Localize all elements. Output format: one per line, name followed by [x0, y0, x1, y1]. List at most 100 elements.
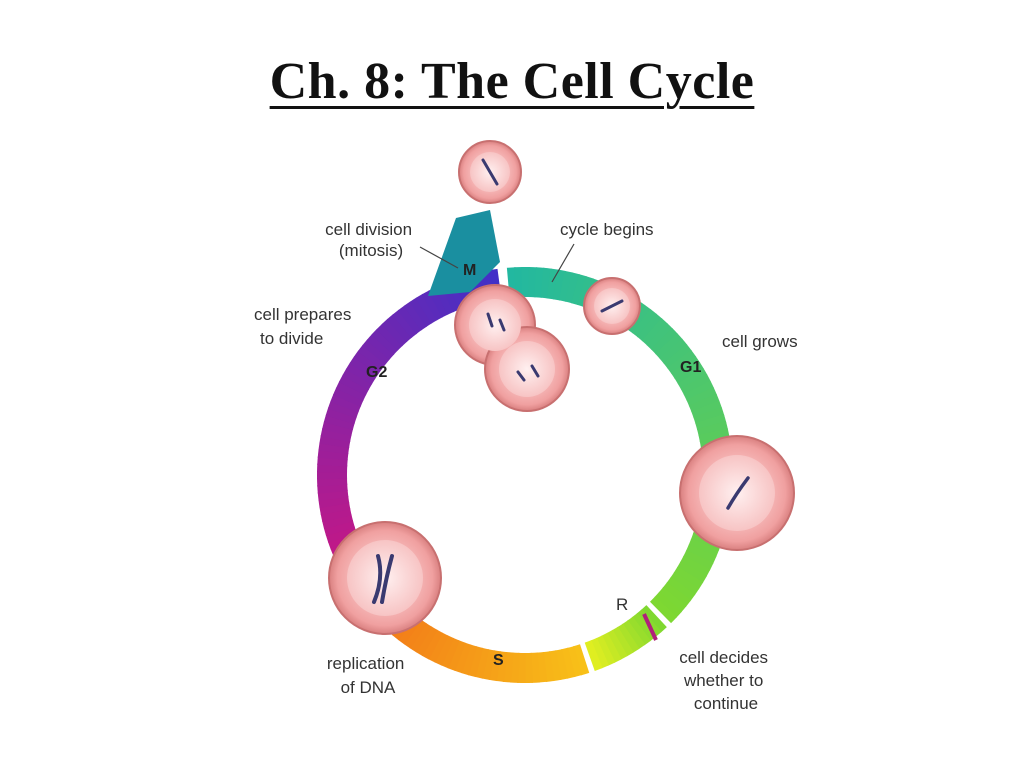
label-cell-decides: cell decides whether to continue: [679, 648, 773, 713]
g1-phase-arc-slice: [552, 269, 567, 301]
label-replication: replication of DNA: [327, 654, 409, 697]
r-phase-arc-slice: [601, 632, 622, 663]
g1-phase-arc-slice: [666, 577, 696, 602]
g1-phase-arc-slice: [680, 374, 711, 396]
g2-phase-arc-slice: [366, 333, 395, 360]
phase-label-g1: G1: [680, 359, 701, 376]
g1-phase-arc-slice: [676, 561, 707, 584]
g1-phase-arc-slice: [577, 276, 595, 308]
g2-phase-arc-slice: [327, 400, 359, 419]
g2-phase-arc-slice: [415, 293, 438, 324]
g2-phase-arc-slice: [325, 407, 357, 425]
r-phase-arc-slice: [621, 620, 646, 650]
g1-phase-arc-slice: [627, 304, 652, 334]
g2-phase-arc-slice: [381, 318, 408, 347]
g1-phase-arc-slice: [514, 267, 524, 298]
m-phase-tab: [428, 210, 500, 296]
g2-phase-arc-slice: [345, 362, 376, 385]
s-phase-arc-slice: [495, 651, 508, 682]
g1-phase-arc-slice: [693, 407, 725, 425]
g1-phase-arc-slice: [695, 414, 727, 431]
g2-phase-arc-slice: [338, 374, 370, 396]
g2-phase-arc-slice: [371, 328, 399, 356]
r-phase-arc-slice: [641, 605, 667, 633]
g2-phase-arc-slice: [317, 470, 348, 480]
s-phase-arc-slice: [427, 632, 449, 663]
s-phase-arc-slice: [409, 622, 433, 653]
g1-phase-arc-slice: [649, 596, 678, 624]
g1-phase-arc-slice: [646, 322, 674, 351]
g1-phase-arc-slice: [558, 270, 574, 302]
g1-phase-arc-slice: [637, 313, 663, 342]
s-phase-arc-slice: [572, 644, 590, 676]
s-phase-arc-slice: [467, 646, 484, 678]
g1-phase-arc-slice: [674, 361, 705, 385]
g2-phase-arc-slice: [320, 508, 352, 523]
g2-phase-arc-slice: [323, 414, 355, 431]
cell-g1-early: [583, 277, 641, 335]
g1-phase-arc-slice: [691, 400, 723, 419]
s-phase-arc-slice: [517, 652, 526, 683]
g2-phase-arc-slice: [353, 350, 383, 375]
g1-phase-arc-slice: [680, 555, 711, 578]
slide-title: Ch. 8: The Cell Cycle: [269, 53, 755, 110]
g1-phase-arc-slice: [632, 308, 658, 338]
phase-label-m: M: [463, 262, 476, 279]
s-phase-arc-slice: [530, 652, 541, 683]
g2-phase-arc-slice: [322, 514, 354, 530]
s-phase-arc-slice: [434, 635, 455, 666]
g2-phase-arc-slice: [421, 290, 444, 321]
g1-phase-arc-slice: [654, 591, 682, 618]
s-phase-arc-slice: [524, 652, 533, 683]
cell-mitosis: [454, 284, 570, 412]
g1-phase-arc-slice: [655, 333, 683, 360]
g1-phase-arc-slice: [659, 338, 688, 364]
g1-phase-arc-slice: [683, 550, 714, 571]
s-phase-arc-slice: [403, 619, 428, 649]
cell-s-phase: [328, 521, 442, 635]
g2-phase-arc-slice: [357, 344, 387, 370]
label-cycle-begins: cycle begins: [560, 220, 654, 239]
g2-phase-arc-slice: [317, 483, 348, 494]
g1-phase-arc-slice: [673, 566, 704, 590]
g1-phase-arc-slice: [685, 544, 717, 565]
g2-phase-arc-slice: [362, 339, 391, 365]
g1-phase-arc-slice: [670, 571, 700, 596]
g2-phase-arc-slice: [409, 297, 433, 328]
s-phase-arc-slice: [561, 647, 576, 679]
g2-phase-arc-slice: [342, 368, 373, 391]
phase-label-r: R: [616, 595, 628, 614]
s-phase-arc-slice: [440, 637, 460, 669]
g2-phase-arc-slice: [376, 323, 404, 351]
g2-phase-arc-slice: [386, 314, 413, 343]
g2-phase-arc-slice: [319, 502, 351, 516]
s-phase-arc-slice: [554, 649, 569, 681]
r-phase-arc-slice: [584, 640, 603, 671]
g2-phase-arc-slice: [318, 442, 350, 455]
cell-dividing-top: [458, 140, 522, 204]
g2-phase-arc-slice: [323, 520, 355, 537]
g1-phase-arc-slice: [686, 387, 718, 407]
restriction-point-marker: [642, 613, 658, 641]
s-phase-arc-slice: [454, 642, 472, 674]
g2-phase-arc-slice: [320, 427, 352, 443]
r-phase-arc-slice: [595, 635, 616, 666]
s-phase-arc-slice: [421, 629, 443, 660]
g2-phase-arc-slice: [335, 380, 367, 402]
g2-phase-arc-slice: [317, 477, 348, 487]
g2-phase-arc-slice: [349, 356, 379, 380]
g1-phase-arc-slice: [571, 274, 588, 306]
g2-phase-arc-slice: [397, 305, 423, 335]
s-phase-arc-slice: [488, 650, 502, 682]
g1-phase-arc-slice: [683, 380, 715, 401]
g2-phase-arc-slice: [322, 421, 354, 436]
r-phase-arc-slice: [631, 613, 657, 642]
s-phase-arc-slice: [481, 649, 496, 681]
r-phase-arc-slice: [626, 616, 651, 646]
g1-phase-arc-slice: [698, 428, 730, 443]
g1-phase-arc-slice: [662, 582, 692, 608]
g1-phase-arc-slice: [565, 272, 581, 304]
g1-phase-arc-slice: [521, 266, 531, 298]
g2-phase-arc-slice: [319, 435, 351, 449]
g2-phase-arc-slice: [332, 387, 364, 407]
